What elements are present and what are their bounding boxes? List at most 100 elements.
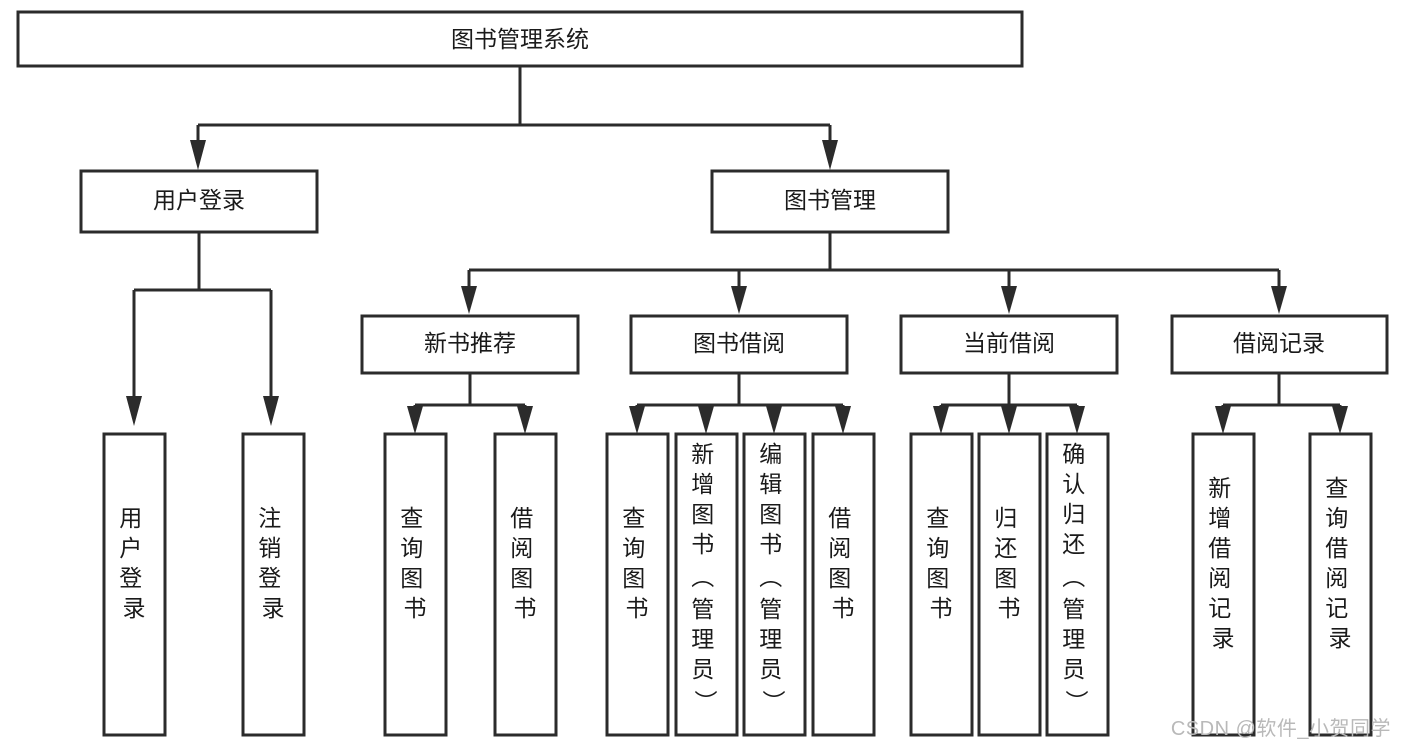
vchar: 新: [1208, 475, 1231, 501]
vchar: 书: [514, 595, 537, 621]
vchar: 归: [1062, 501, 1085, 527]
node-root[interactable]: 图书管理系统: [16, 10, 1024, 68]
vchar: ︵: [691, 564, 714, 590]
vchar: 登: [258, 565, 281, 591]
node-book-management-box[interactable]: [710, 169, 950, 234]
vchar: 询: [622, 535, 645, 561]
node-root-box[interactable]: [16, 10, 1024, 68]
node-borrow-records[interactable]: 借阅记录: [1170, 314, 1389, 375]
arrow-head-user-login-1: [126, 396, 142, 426]
leaf-borrow-borrow-book[interactable]: 借 阅 图 书: [811, 432, 876, 737]
vchar: 查: [622, 505, 645, 531]
arrow-head-to-user-login: [190, 140, 206, 170]
vchar: 增: [1208, 505, 1231, 531]
leaf-current-query-book-label: 查 询 图 书: [926, 505, 955, 621]
leaf-borrow-add-book[interactable]: 新 增 图 书 ︵ 管 理 员 ︶: [674, 432, 739, 737]
vchar: 借: [828, 505, 851, 531]
leaf-borrow-borrow-book-label: 借 阅 图 书: [828, 505, 857, 621]
vchar: 图: [759, 501, 782, 527]
node-borrow-records-box[interactable]: [1170, 314, 1389, 375]
arrow-head-book-borrow-leaf-1: [629, 406, 645, 434]
vchar: 书: [404, 595, 427, 621]
vchar: 用: [119, 505, 142, 531]
leaf-current-confirm-return[interactable]: 确 认 归 还 ︵ 管 理 员 ︶: [1045, 432, 1110, 737]
vchar: 查: [1325, 475, 1348, 501]
vchar: 户: [119, 535, 142, 561]
arrow-head-book-borrow-leaf-3: [766, 406, 782, 434]
vchar: ︵: [1062, 564, 1085, 590]
vchar: 图: [400, 565, 423, 591]
leaf-current-query-book-box[interactable]: [909, 432, 974, 737]
leaf-user-login-logout[interactable]: 注 销 登 录: [241, 432, 306, 737]
leaf-current-return-book-label: 归 还 图 书: [994, 505, 1023, 621]
vchar: 书: [930, 595, 953, 621]
node-new-book-recommend-box[interactable]: [360, 314, 580, 375]
node-book-borrow-box[interactable]: [629, 314, 849, 375]
leaf-user-login-logout-box[interactable]: [241, 432, 306, 737]
arrow-head-book-borrow-leaf-2: [698, 406, 714, 434]
leaf-borrow-query-book-box[interactable]: [605, 432, 670, 737]
leaf-borrow-edit-book-box[interactable]: [742, 432, 807, 737]
vchar: 书: [626, 595, 649, 621]
node-new-book-recommend[interactable]: 新书推荐: [360, 314, 580, 375]
leaf-borrow-add-book-box[interactable]: [674, 432, 739, 737]
leaf-user-login-logout-label: 注 销 登 录: [258, 505, 287, 621]
leaf-current-confirm-return-box[interactable]: [1045, 432, 1110, 737]
vchar: 询: [926, 535, 949, 561]
vchar: 增: [691, 471, 714, 497]
node-book-borrow[interactable]: 图书借阅: [629, 314, 849, 375]
vchar: 理: [759, 626, 782, 652]
connector-group-root: [190, 66, 838, 170]
vchar: 编: [759, 441, 782, 467]
node-current-borrow-box[interactable]: [899, 314, 1119, 375]
leaf-new-book-borrow[interactable]: 借 阅 图 书: [493, 432, 558, 737]
arrow-head-book-borrow-leaf-4: [835, 406, 851, 434]
vchar: 员: [1062, 656, 1085, 682]
node-book-management[interactable]: 图书管理: [710, 169, 950, 234]
leaf-current-return-book[interactable]: 归 还 图 书: [977, 432, 1042, 737]
leaf-current-return-book-box[interactable]: [977, 432, 1042, 737]
vchar: ︶: [763, 689, 786, 715]
leaf-user-login-login[interactable]: 用 户 登 录: [102, 432, 167, 737]
vchar: ︶: [695, 689, 718, 715]
node-borrow-records-label: 借阅记录: [1233, 330, 1325, 356]
arrow-head-new-book-leaf-2: [517, 406, 533, 434]
leaf-records-add-record-box[interactable]: [1191, 432, 1256, 737]
leaf-borrow-query-book-label: 查 询 图 书: [622, 505, 651, 621]
arrow-head-borrow-records-leaf-2: [1332, 406, 1348, 434]
leaf-records-add-record[interactable]: 新 增 借 阅 记 录: [1191, 432, 1256, 737]
node-current-borrow[interactable]: 当前借阅: [899, 314, 1119, 375]
vchar: 图: [828, 565, 851, 591]
vchar: 图: [691, 501, 714, 527]
leaf-current-query-book[interactable]: 查 询 图 书: [909, 432, 974, 737]
vchar: 注: [258, 505, 281, 531]
vchar: 登: [119, 565, 142, 591]
leaf-borrow-edit-book[interactable]: 编 辑 图 书 ︵ 管 理 员 ︶: [742, 432, 807, 737]
connector-group-user-login: [126, 232, 279, 426]
leaf-borrow-add-book-label: 新 增 图 书 ︵ 管 理 员 ︶: [691, 441, 720, 715]
node-user-login[interactable]: 用户登录: [79, 169, 319, 234]
node-book-management-label: 图书管理: [784, 187, 876, 213]
arrow-head-current-borrow-leaf-3: [1069, 406, 1085, 434]
connector-group-book-management: [461, 232, 1287, 314]
vchar: 员: [691, 656, 714, 682]
leaf-records-query-record-label: 查 询 借 阅 记 录: [1325, 475, 1354, 651]
arrow-head-borrow-records-leaf-1: [1215, 406, 1231, 434]
leaf-new-book-borrow-box[interactable]: [493, 432, 558, 737]
leaf-user-login-login-label: 用 户 登 录: [119, 505, 148, 621]
arrow-head-borrow-records: [1271, 286, 1287, 314]
leaf-user-login-login-box[interactable]: [102, 432, 167, 737]
node-new-book-recommend-label: 新书推荐: [424, 330, 516, 356]
leaf-records-query-record[interactable]: 查 询 借 阅 记 录: [1308, 432, 1373, 737]
vchar: 认: [1062, 471, 1085, 497]
leaf-records-query-record-box[interactable]: [1308, 432, 1373, 737]
leaf-new-book-query[interactable]: 查 询 图 书: [383, 432, 448, 737]
vchar: 确: [1062, 441, 1085, 467]
leaf-borrow-borrow-book-box[interactable]: [811, 432, 876, 737]
vchar: 理: [691, 626, 714, 652]
vchar: 阅: [510, 535, 533, 561]
leaf-new-book-query-box[interactable]: [383, 432, 448, 737]
vchar: 书: [691, 531, 714, 557]
leaf-borrow-query-book[interactable]: 查 询 图 书: [605, 432, 670, 737]
leaf-borrow-edit-book-label: 编 辑 图 书 ︵ 管 理 员 ︶: [759, 441, 788, 715]
